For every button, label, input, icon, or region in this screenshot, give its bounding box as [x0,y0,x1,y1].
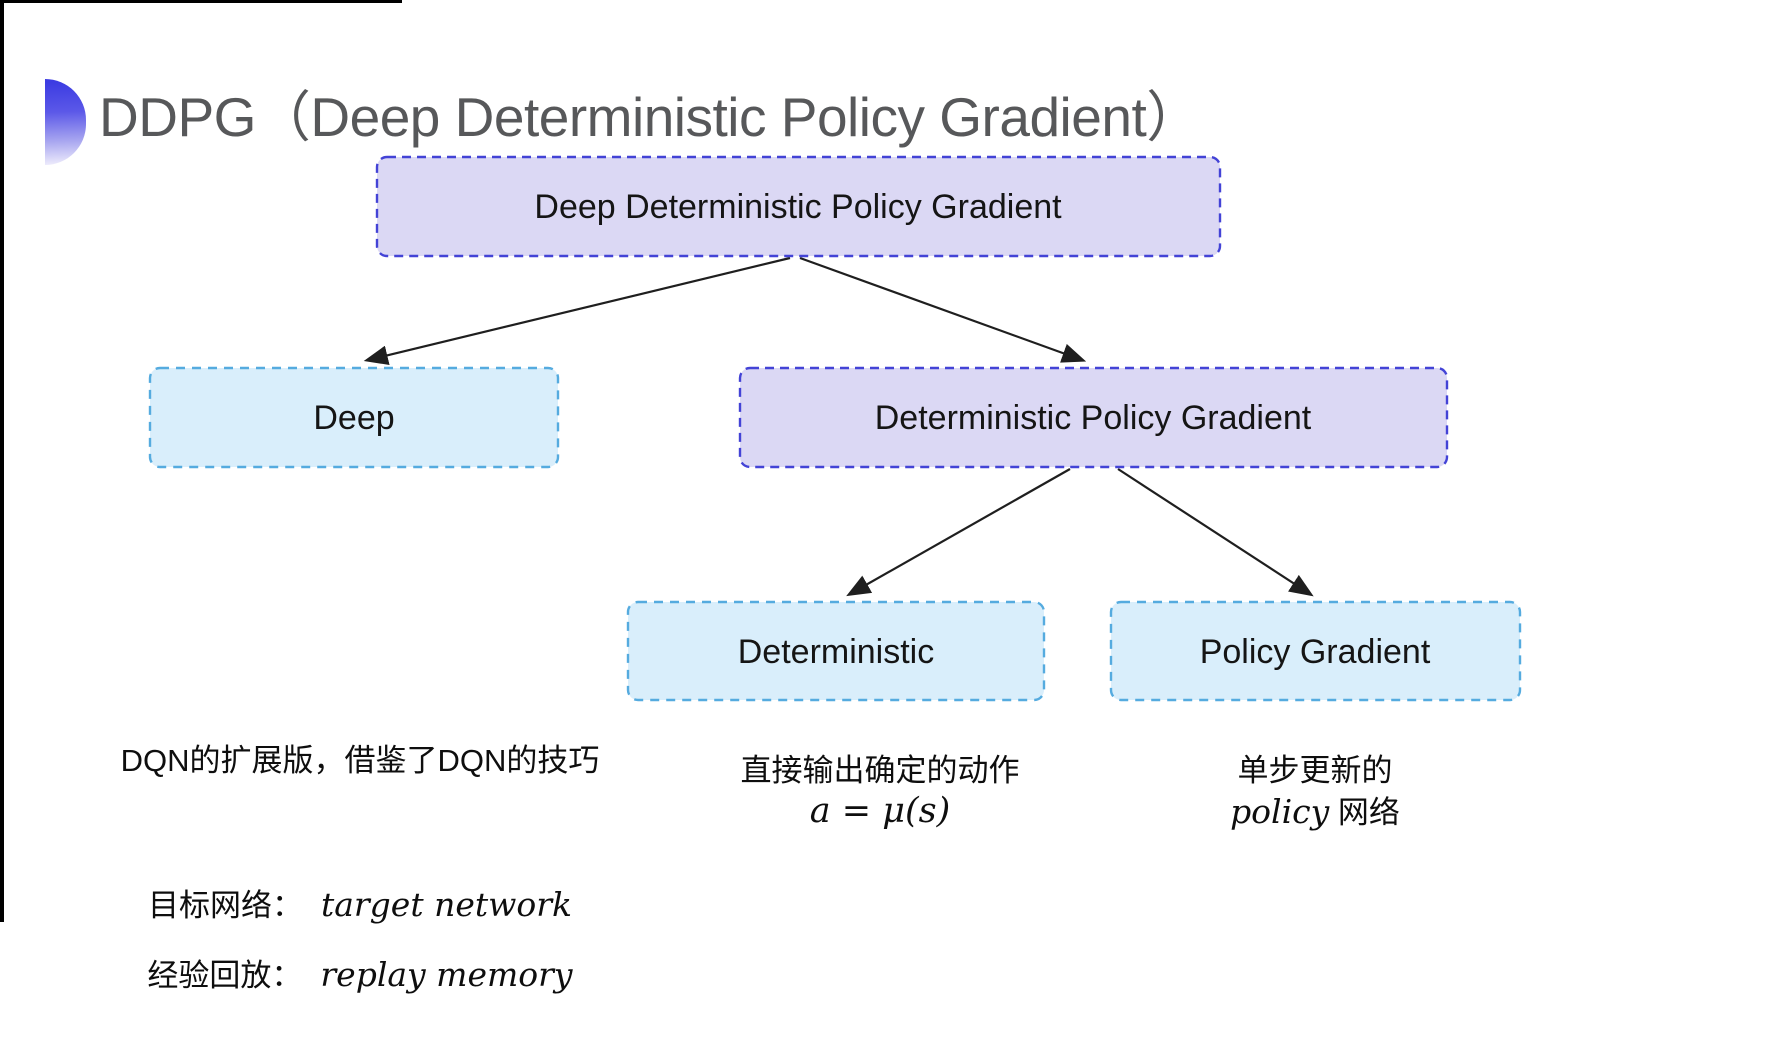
node-policy-gradient-box [1109,600,1522,702]
node-dpg-box [738,366,1449,469]
note-policy-gradient-line2-zh: 网络 [1337,794,1400,830]
node-dpg-label: Deterministic Policy Gradient [875,399,1312,437]
note-deep-line3-value: replay memory [320,955,573,994]
note-deep-line2: 目标网络： target network [90,884,630,926]
page-title: DDPG（Deep Deterministic Policy Gradient） [99,86,1201,148]
window-top-edge [0,0,402,3]
note-deep: DQN的扩展版，借鉴了DQN的技巧 目标网络： target network 经验… [90,742,630,1002]
note-deep-line2-value: target network [320,885,573,924]
node-deep-label: Deep [313,399,394,437]
arrow-root-to-deep [363,256,791,365]
note-policy-gradient: 单步更新的 policy 网络 [1105,752,1525,833]
arrow-dpg-to-deterministic [846,468,1071,597]
note-deep-line3-label: 经验回放： [147,958,303,993]
note-deep-line2-label: 目标网络： [147,888,303,923]
node-policy-gradient-label: Policy Gradient [1200,633,1431,671]
note-deep-line3: 经验回放： replay memory [90,954,630,996]
note-policy-gradient-line2-en: policy [1230,791,1330,831]
arrow-dpg-to-policy-gradient [1117,468,1314,597]
note-deterministic-formula: a = μ(s) [809,790,951,831]
note-deterministic: 直接输出确定的动作 a = μ(s) [640,752,1120,831]
node-deterministic-box [626,600,1046,702]
node-deep-box [148,366,560,469]
node-root-label: Deep Deterministic Policy Gradient [534,188,1062,226]
node-deterministic-label: Deterministic [738,633,934,671]
note-policy-gradient-line1: 单步更新的 [1237,753,1393,788]
note-deterministic-line1: 直接输出确定的动作 [740,753,1020,788]
note-deep-line1: DQN的扩展版，借鉴了DQN的技巧 [120,743,600,778]
arrow-root-to-dpg [799,256,1087,363]
window-left-edge [0,0,4,922]
note-policy-gradient-line2: policy 网络 [1105,791,1525,833]
node-root-box [375,155,1222,258]
